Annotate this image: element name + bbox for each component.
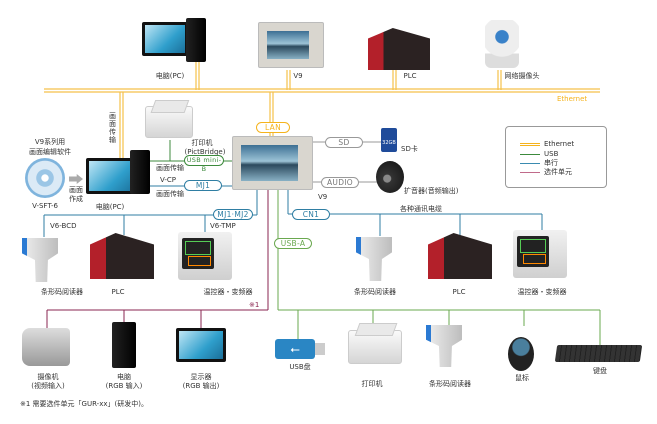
create-line1: 画面 [69, 186, 83, 194]
vcp-label: V-CP [160, 176, 177, 184]
camcorder-label: 摄像机 [37, 373, 59, 381]
pc-tower-icon [186, 18, 206, 62]
v9-label: V9 [318, 193, 328, 201]
lan-pill: LAN [256, 122, 290, 133]
mouse-icon [508, 337, 534, 371]
legend: Ethernet USB 串行 选件单元 [505, 126, 607, 188]
top-pc-label: 电脑(PC) [155, 72, 185, 80]
software-line1: V9系列用 [34, 138, 66, 146]
speaker-label: 扩音器(音频输出) [404, 187, 459, 195]
camcorder-sublabel: (视频输入) [31, 382, 65, 390]
pc-label: 电脑(PC) [95, 203, 125, 211]
pc-monitor-icon [142, 22, 188, 56]
audio-pill: AUDIO [321, 177, 359, 188]
sd-card-label: SD卡 [401, 145, 418, 153]
webcam-label: 网络摄像头 [504, 72, 540, 80]
pc-tower-icon [130, 150, 150, 194]
legend-serial: 串行 [544, 159, 558, 167]
temperature-controller-icon [178, 232, 232, 280]
mj1-pill: MJ1 [184, 180, 222, 191]
keyboard-icon [554, 345, 643, 362]
temperature-controller-icon [513, 230, 567, 278]
printer-pictbridge-line2: (PictBridge) [184, 148, 226, 156]
pc-rgb-label: 电脑 [117, 373, 131, 381]
left-tmp-label: 温控器・变频器 [203, 288, 253, 296]
sd-card-icon: 32GB [381, 128, 397, 152]
vertical-transfer-label: 画面传输 [109, 112, 116, 144]
ethernet-label: Ethernet [557, 95, 588, 103]
printer-pictbridge-line1: 打印机 [191, 139, 213, 147]
usb-drive-icon: ⭠ [275, 339, 315, 359]
pc-tower-icon [112, 322, 136, 368]
v9-panel-icon [258, 22, 324, 68]
keyboard-label: 键盘 [593, 367, 607, 375]
legend-option: 选件单元 [544, 168, 572, 176]
barcode-reader-label: 条形码阅读器 [429, 380, 471, 388]
serial-lines [43, 185, 543, 237]
webcam-icon [485, 20, 519, 68]
v6-tmp-label: V6-TMP [210, 222, 236, 230]
speaker-icon [376, 161, 404, 193]
usb-a-pill: USB-A [274, 238, 312, 249]
cd-icon [25, 158, 65, 198]
right-plc-label: PLC [452, 288, 466, 296]
right-barcode-label: 条形码阅读器 [354, 288, 396, 296]
usb-mini-b-pill: USB mini-B [184, 155, 224, 173]
cables-label: 各种通讯电缆 [400, 205, 442, 213]
left-barcode-label: 条形码阅读器 [41, 288, 83, 296]
footnote: ※1 需要选件单元「GUR-xx」(研发中)。 [20, 400, 148, 408]
pc-rgb-sublabel: (RGB 输入) [105, 382, 143, 390]
legend-ethernet: Ethernet [544, 140, 575, 148]
monitor-label: 显示器 [190, 373, 212, 381]
top-plc-label: PLC [403, 72, 417, 80]
mouse-label: 鼠标 [515, 374, 529, 382]
right-tmp-label: 温控器・变频器 [517, 288, 567, 296]
arrow-right-icon [69, 174, 83, 184]
sd-pill: SD [325, 137, 363, 148]
cn1-pill: CN1 [292, 209, 330, 220]
left-plc-label: PLC [111, 288, 125, 296]
printer-icon [145, 106, 193, 138]
printer-label: 打印机 [361, 380, 383, 388]
usb-drive-label: USB盘 [289, 363, 311, 371]
camcorder-icon [22, 328, 70, 366]
software-name: V-SFT-6 [32, 202, 58, 210]
software-line2: 画面编辑软件 [29, 148, 71, 156]
top-v9-label: V9 [293, 72, 303, 80]
mj1-transfer-label: 画面传输 [156, 190, 184, 198]
monitor-icon [176, 328, 226, 362]
usb-transfer-label: 画面传输 [156, 164, 184, 172]
v6-bcd-label: V6-BCD [50, 222, 77, 230]
legend-usb: USB [544, 150, 559, 158]
printer-icon [348, 330, 402, 364]
mj1-mj2-pill: MJ1·MJ2 [213, 209, 253, 220]
usb-connector-icon [315, 343, 325, 355]
note-mark: ※1 [249, 301, 260, 309]
option-lines [46, 190, 269, 328]
create-line2: 作成 [69, 195, 83, 203]
pc-monitor-icon [86, 158, 138, 194]
monitor-sublabel: (RGB 输出) [182, 382, 220, 390]
v9-center-icon [232, 136, 313, 190]
